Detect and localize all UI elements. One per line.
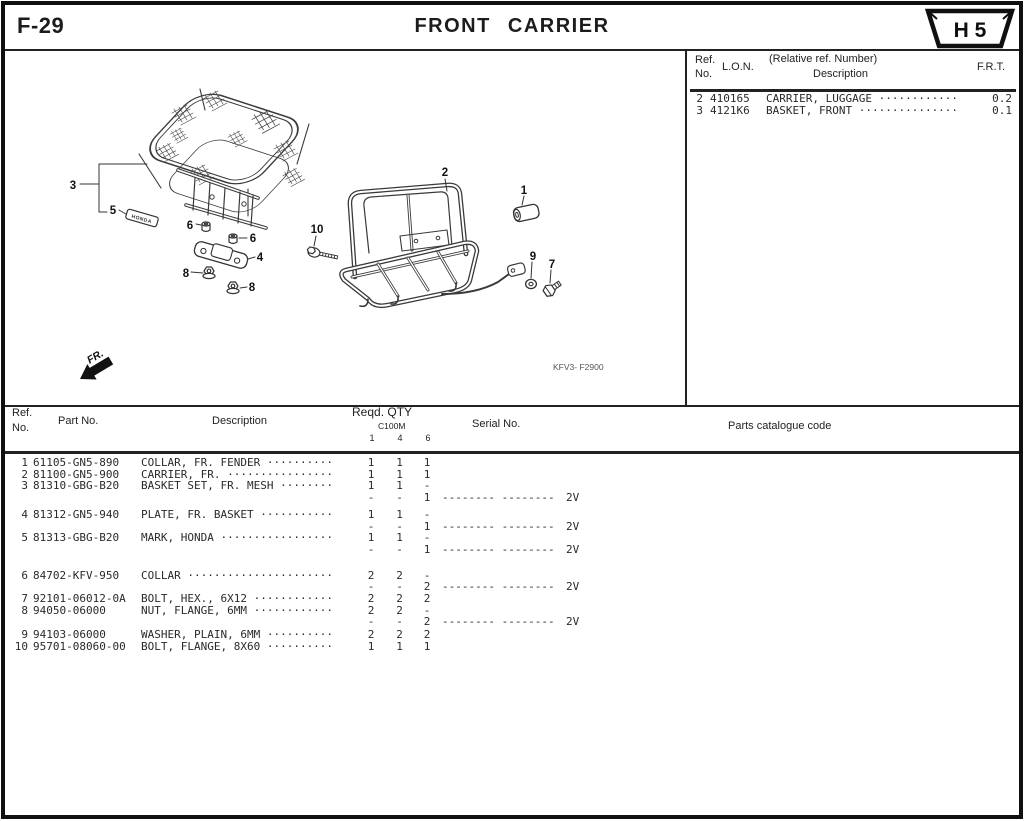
ref-col-frt: F.R.T. (977, 61, 1006, 73)
bolt-7 (542, 280, 562, 297)
pt-col-catalogue: Parts catalogue code (728, 420, 832, 432)
pt-col-no: No. (12, 422, 30, 434)
ref-col-relative: (Relative ref. Number) (769, 53, 878, 65)
diagram-ref-divider (685, 51, 687, 405)
callout-1: 1 (521, 185, 528, 197)
callout-8a: 8 (183, 268, 190, 280)
basket-drawing (138, 88, 310, 230)
table-row: --1-------- --------2V (367, 542, 580, 556)
page-code: F-29 (17, 13, 65, 38)
table-row: --1-------- --------2V (367, 519, 580, 533)
table-row: --2-------- --------2V (367, 580, 580, 594)
ref-col-description: Description (813, 68, 869, 80)
exploded-diagram: HONDA (70, 88, 604, 380)
hardware-drawings: HONDA (125, 203, 562, 297)
plate-badge-notches (927, 10, 1013, 20)
pt-col-ref: Ref. (12, 407, 33, 419)
reference-table: Ref. No. L.O.N. (Relative ref. Number) D… (685, 51, 1016, 405)
callout-3: 3 (70, 180, 76, 192)
ref-table-header-rule (690, 89, 1016, 92)
front-direction-arrow: FR. (80, 347, 114, 380)
pt-col-qty-group: Reqd. QTY (352, 405, 413, 419)
collar-6a (201, 221, 211, 233)
plate-4 (193, 241, 249, 269)
callout-5: 5 (110, 205, 117, 217)
pt-col-serial: Serial No. (472, 418, 521, 430)
honda-badge: HONDA (125, 208, 159, 228)
page-title: FRONT CARRIER (414, 15, 610, 37)
ref-col-no: No. (695, 68, 713, 80)
callout-6b: 6 (250, 233, 256, 245)
callout-labels: 3 5 6 6 4 8 8 10 2 1 9 7 (70, 167, 555, 294)
plate-badge-label: H 5 (954, 19, 987, 42)
callout-7: 7 (549, 259, 555, 271)
callout-2: 2 (442, 167, 448, 179)
leader-lines (79, 163, 552, 289)
pt-col-description: Description (212, 415, 268, 427)
header-divider (5, 49, 1019, 51)
washer-9 (524, 278, 538, 290)
ref-col-lon: L.O.N. (722, 61, 754, 73)
carrier-drawing (339, 182, 526, 309)
plate-badge-outline (924, 8, 1016, 49)
table-top-divider (5, 405, 1019, 407)
callout-10: 10 (311, 224, 324, 236)
callout-8b: 8 (249, 282, 256, 294)
pt-col-qty-1: 1 (369, 433, 375, 443)
pt-col-part: Part No. (58, 415, 99, 427)
callout-6a: 6 (187, 220, 193, 232)
nut-8a (202, 266, 216, 280)
stay-eyelet (506, 262, 526, 277)
honda-badge-text: HONDA (131, 214, 153, 226)
collar-1 (512, 203, 540, 223)
nut-8b (226, 281, 240, 295)
plate-badge: H 5 (924, 8, 1016, 49)
parts-table-header-rule (5, 451, 1019, 454)
pt-col-qty-model: C100M (378, 421, 406, 431)
pt-col-qty-4: 4 (397, 433, 403, 443)
callout-4: 4 (257, 252, 264, 264)
pt-col-qty-6: 6 (425, 433, 431, 443)
ref-col-ref: Ref. (695, 54, 716, 66)
collar-6b (228, 233, 238, 245)
basket-rack (176, 168, 268, 230)
drawing-code: KFV3- F2900 (553, 362, 604, 372)
callout-9: 9 (530, 251, 536, 263)
bolt-10 (306, 246, 339, 260)
table-row: --2-------- --------2V (367, 615, 580, 629)
table-row: --1-------- --------2V (367, 491, 580, 505)
